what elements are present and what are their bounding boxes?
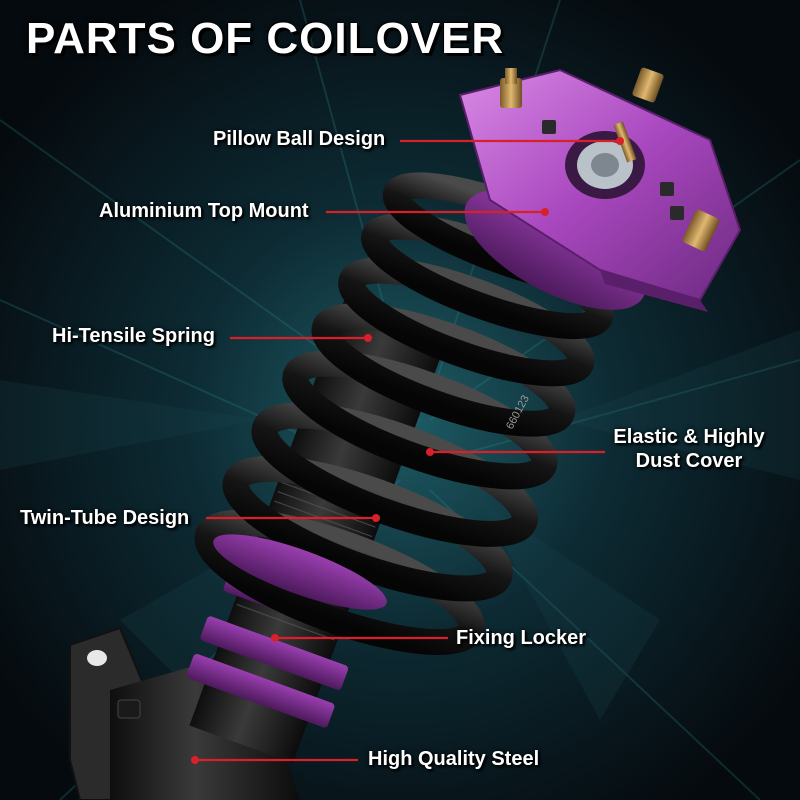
label-twin-tube: Twin-Tube Design <box>20 507 190 529</box>
label-fixing-locker: Fixing Locker <box>456 627 587 649</box>
label-steel: High Quality Steel <box>368 748 540 770</box>
label-spring: Hi-Tensile Spring <box>52 325 215 347</box>
label-dust-cover-line2: Dust Cover <box>635 450 743 472</box>
page-title: PARTS OF COILOVER <box>26 14 505 63</box>
label-pillow-ball: Pillow Ball Design <box>213 128 386 150</box>
label-dust-cover-line1: Elastic & Highly <box>613 426 765 448</box>
label-top-mount: Aluminium Top Mount <box>99 200 309 222</box>
label-dust-cover: Elastic & Highly Dust Cover <box>610 425 768 473</box>
